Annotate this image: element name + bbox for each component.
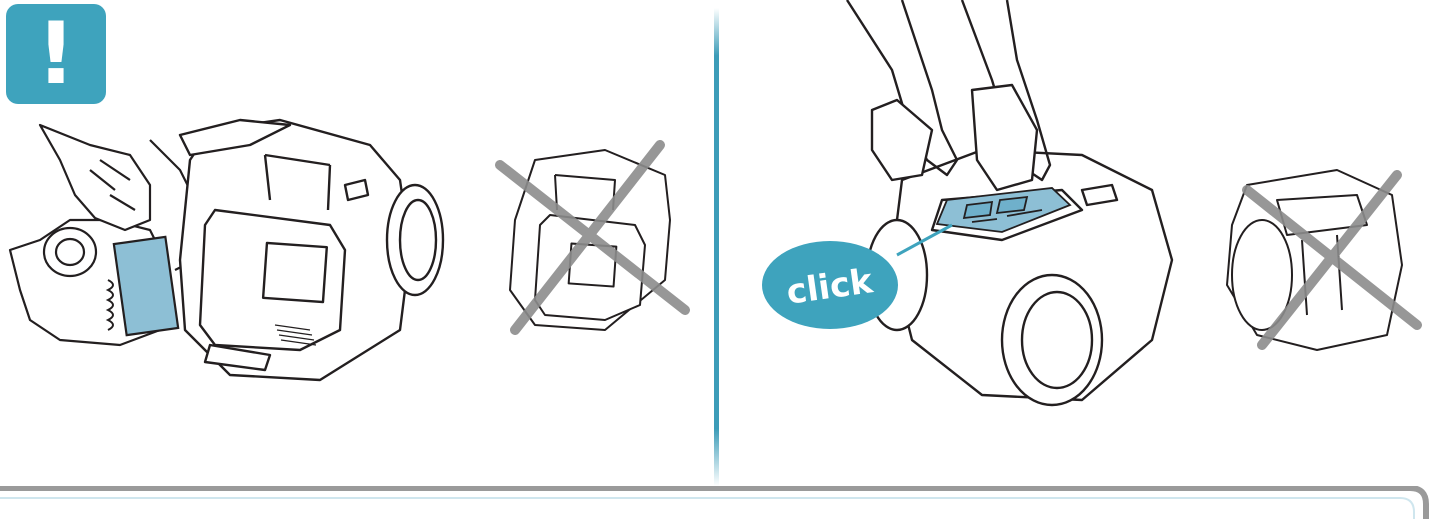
panel-divider <box>714 8 719 486</box>
page-frame <box>0 486 1432 519</box>
warning-badge: ! <box>6 4 106 104</box>
exclamation-icon: ! <box>6 4 106 104</box>
incorrect-open-vacuum-illustration <box>495 140 695 340</box>
right-panel: click <box>722 0 1432 500</box>
incorrect-closed-vacuum-illustration <box>1217 165 1427 355</box>
vacuum-open-illustration <box>170 100 460 390</box>
vacuum-close-cover-illustration: click <box>752 0 1192 420</box>
left-panel: ! <box>0 0 712 500</box>
